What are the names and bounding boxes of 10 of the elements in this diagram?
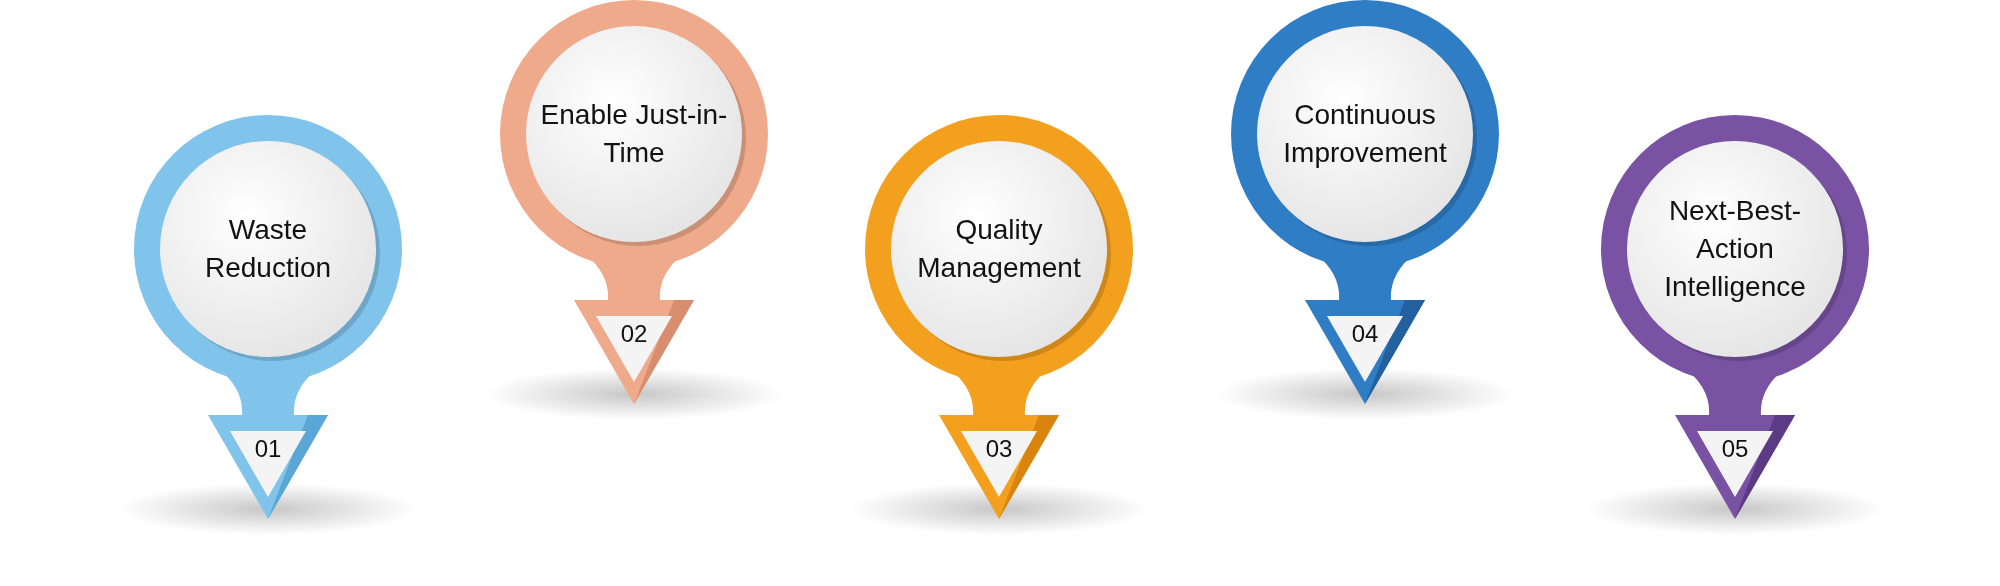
pin-label: Waste Reduction xyxy=(203,213,333,285)
step-number: 04 xyxy=(1351,319,1379,349)
step-number: 02 xyxy=(620,319,648,349)
pin-label: Continuous Improvement xyxy=(1282,98,1448,170)
pin-label: Enable Just-in-Time xyxy=(539,98,729,170)
step-number: 03 xyxy=(985,434,1013,464)
step-number: 05 xyxy=(1721,434,1749,464)
pin-label: Quality Management xyxy=(916,213,1082,285)
pin-label: Next-Best-Action Intelligence xyxy=(1663,194,1807,304)
step-number: 01 xyxy=(254,434,282,464)
